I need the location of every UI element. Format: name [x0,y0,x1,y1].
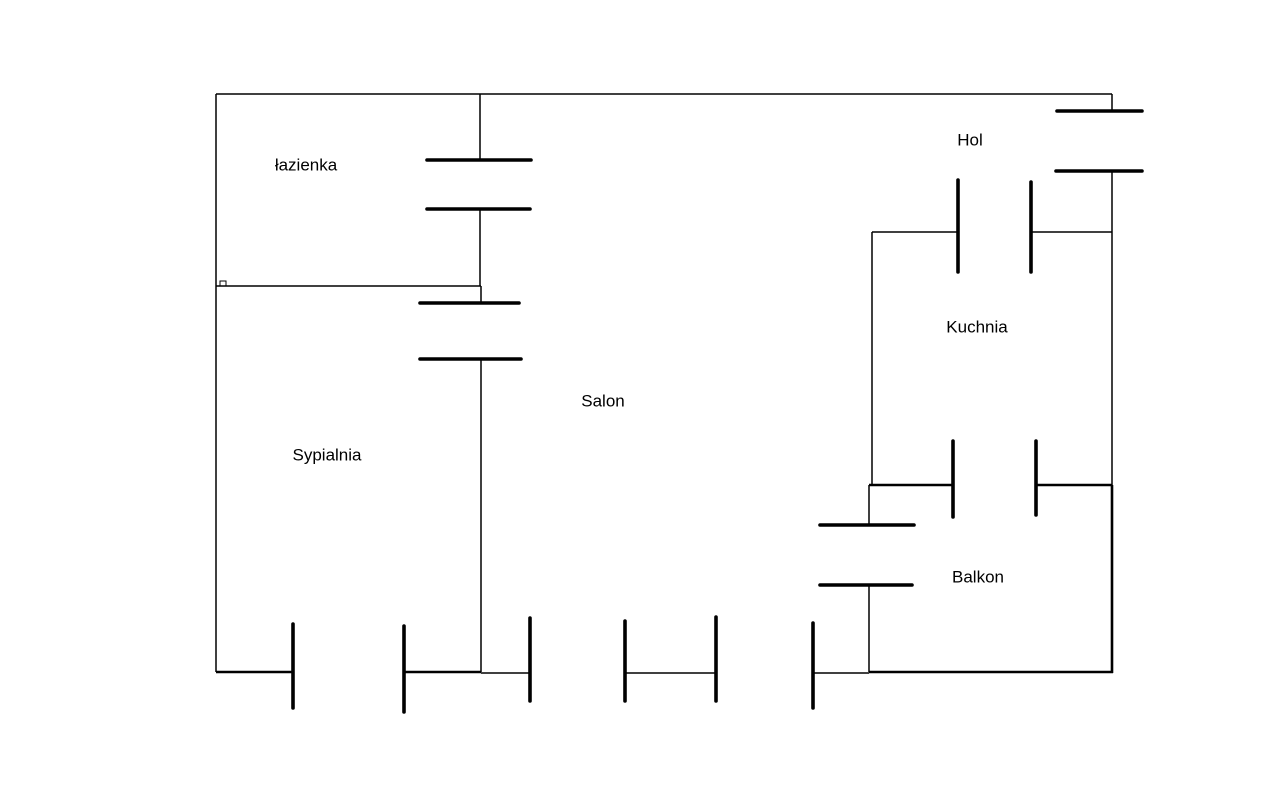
room-label-living-room: Salon [581,391,624,410]
room-label-bathroom: łazienka [275,155,338,174]
room-label-bedroom: Sypialnia [293,445,363,464]
walls [215,93,1114,674]
room-label-balcony: Balkon [952,567,1004,586]
small-marker [219,280,227,287]
doors-windows [291,109,1144,714]
room-label-kitchen: Kuchnia [946,317,1008,336]
room-labels: łazienka Hol Kuchnia Salon Sypialnia Bal… [275,130,1008,586]
room-label-hall: Hol [957,130,983,149]
